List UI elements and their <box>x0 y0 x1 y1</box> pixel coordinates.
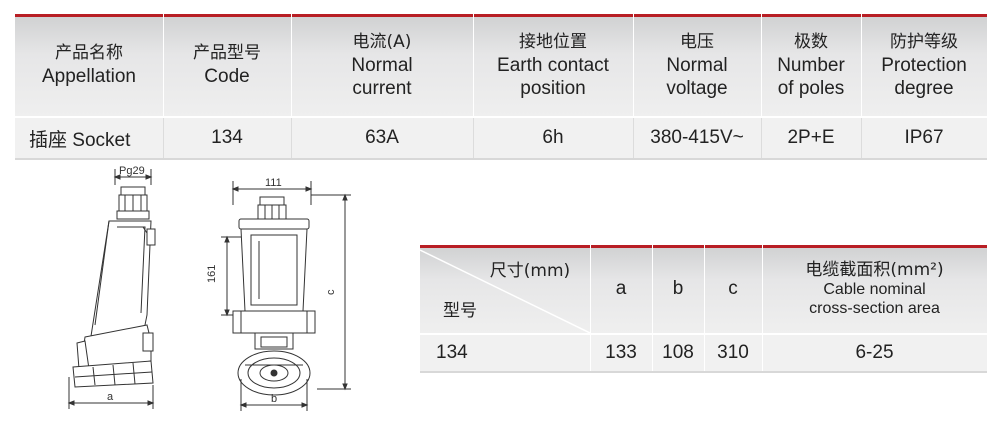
cell-a: 133 <box>605 342 637 363</box>
spec-table-header: 产品名称 Appellation 产品型号 Code 电流(A) Normal … <box>15 14 987 116</box>
header-earth-contact: 接地位置 Earth contact position <box>497 31 609 99</box>
corner-model-label: 型号 <box>443 301 477 321</box>
label-c: c <box>325 289 337 295</box>
label-b: b <box>271 393 277 405</box>
table-row: 插座 Socket 134 63A 6h 380-415V~ 2P+E IP67 <box>15 118 987 160</box>
dimension-table: 尺寸(mm) 型号 a b c 电缆截面积(mm²) Cable nominal… <box>420 245 987 375</box>
header-cable: 电缆截面积(mm²) Cable nominal cross-section a… <box>805 260 944 317</box>
technical-drawing: Pg29 111 161 c a b <box>55 165 395 423</box>
header-c: c <box>728 278 738 299</box>
label-161: 161 <box>206 265 218 283</box>
cell-c: 310 <box>717 342 749 363</box>
cell-b: 108 <box>662 342 694 363</box>
dimension-table-header: 尺寸(mm) 型号 a b c 电缆截面积(mm²) Cable nominal… <box>420 245 987 333</box>
header-poles: 极数 Number of poles <box>777 31 845 99</box>
side-view <box>67 169 156 409</box>
socket-drawing-svg: Pg29 111 161 c a b <box>67 165 351 411</box>
header-appellation: 产品名称 Appellation <box>41 43 137 87</box>
header-b: b <box>672 278 684 299</box>
label-a: a <box>107 391 114 403</box>
table-row: 134 133 108 310 6-25 <box>420 335 987 373</box>
cell-protection: IP67 <box>904 127 944 148</box>
cell-model: 134 <box>436 342 468 363</box>
corner-size-label: 尺寸(mm) <box>489 261 571 281</box>
cell-appellation: 插座 Socket <box>29 129 131 151</box>
cell-poles: 2P+E <box>787 127 835 148</box>
header-a: a <box>615 278 627 299</box>
label-111: 111 <box>265 177 282 189</box>
label-pg29: Pg29 <box>119 165 145 177</box>
cell-voltage: 380-415V~ <box>650 127 744 148</box>
header-protection: 防护等级 Protection degree <box>881 31 967 99</box>
cell-cable: 6-25 <box>855 342 894 363</box>
cell-code: 134 <box>211 127 243 148</box>
cell-earth-contact: 6h <box>542 127 564 148</box>
spec-table: 产品名称 Appellation 产品型号 Code 电流(A) Normal … <box>15 14 987 162</box>
header-voltage: 电压 Normal voltage <box>666 31 728 99</box>
header-code: 产品型号 Code <box>193 43 261 87</box>
cell-current: 63A <box>365 127 399 148</box>
header-current: 电流(A) Normal current <box>351 31 413 99</box>
front-view <box>221 181 351 411</box>
corner-diagonal <box>420 249 590 333</box>
